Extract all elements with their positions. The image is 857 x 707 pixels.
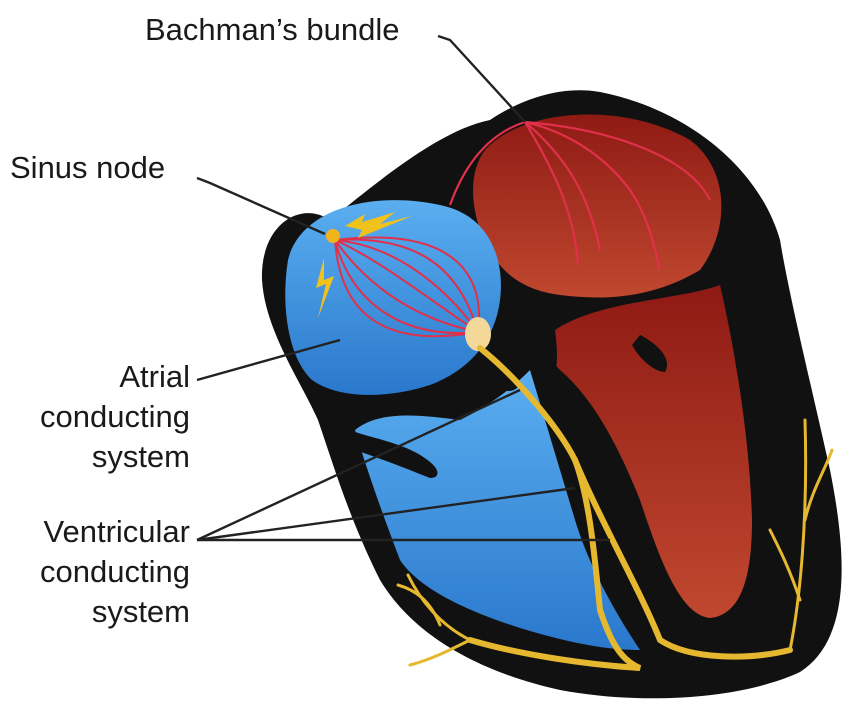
left-atrium <box>473 115 721 298</box>
label-bachmans-bundle: Bachman’s bundle <box>145 10 400 50</box>
leader-bachman <box>438 36 525 122</box>
label-sinus-node: Sinus node <box>10 148 165 188</box>
label-ventricular-line-3: system <box>10 592 190 632</box>
label-atrial-conducting-system: Atrial conducting system <box>10 357 190 477</box>
leader-sinus <box>197 178 325 234</box>
label-ventricular-conducting-system: Ventricular conducting system <box>10 512 190 632</box>
sinus-node <box>326 229 340 243</box>
label-atrial-line-2: conducting <box>10 397 190 437</box>
label-atrial-line-1: Atrial <box>10 357 190 397</box>
label-ventricular-line-2: conducting <box>10 552 190 592</box>
label-ventricular-line-1: Ventricular <box>10 512 190 552</box>
label-atrial-line-3: system <box>10 437 190 477</box>
